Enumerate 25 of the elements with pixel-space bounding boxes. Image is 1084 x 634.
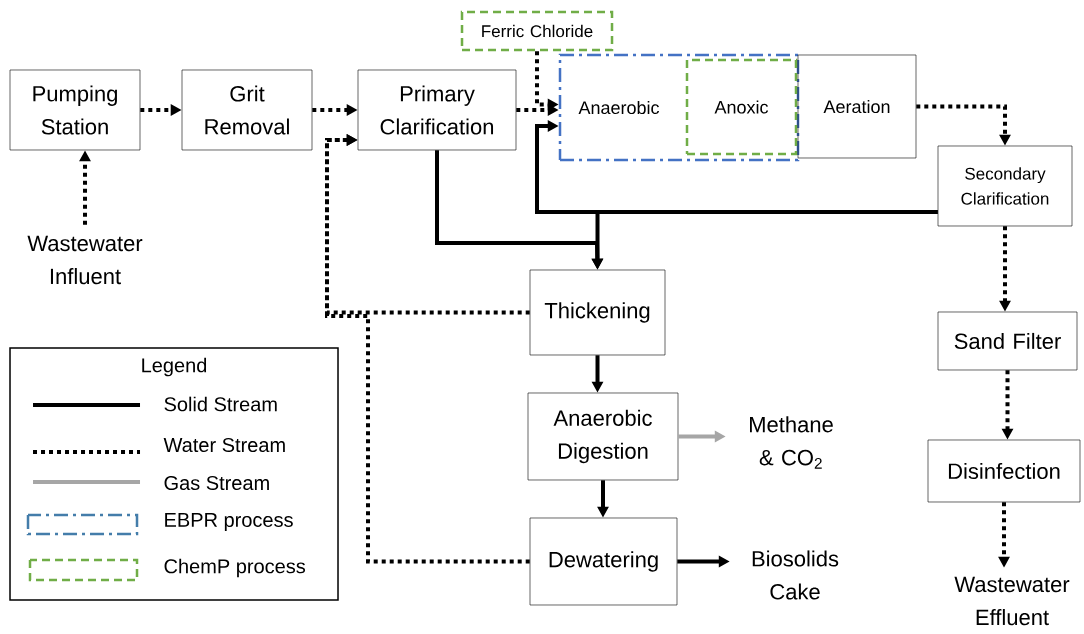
process-box: Disinfection xyxy=(927,439,1081,503)
legend-title: Legend xyxy=(142,357,207,377)
process-box: Thickening xyxy=(529,269,666,356)
zone-box: Anoxic xyxy=(685,58,798,156)
legend-entry: EBPR process xyxy=(26,513,293,536)
input-label: Wastewater Influent xyxy=(27,235,143,285)
process-box: Primary Clarification xyxy=(357,69,517,151)
chemical-box: Ferric Chloride xyxy=(460,10,614,52)
legend-entry: Water Stream xyxy=(33,437,285,454)
output-label: Biosolids Cake xyxy=(752,550,839,600)
process-box: Sand Filter xyxy=(937,311,1078,371)
legend-entry: ChemP process xyxy=(28,558,306,582)
process-box: Grit Removal xyxy=(181,69,313,151)
zone-label: Anaerobic xyxy=(578,100,660,115)
process-box: Aeration xyxy=(797,54,917,159)
process-group-box xyxy=(558,53,800,162)
legend-entry: Solid Stream xyxy=(33,396,277,412)
process-box: Pumping Station xyxy=(9,69,141,151)
output-label: Wastewater Effluent xyxy=(954,576,1070,626)
process-box: Anaerobic Digestion xyxy=(527,392,679,481)
process-box: Dewatering xyxy=(529,517,678,606)
arrow xyxy=(325,134,530,564)
output-label: Methane & CO$_{2}$ xyxy=(750,416,833,469)
legend-entry: Gas Stream xyxy=(33,475,269,491)
process-box: Secondary Clarification xyxy=(937,145,1073,227)
